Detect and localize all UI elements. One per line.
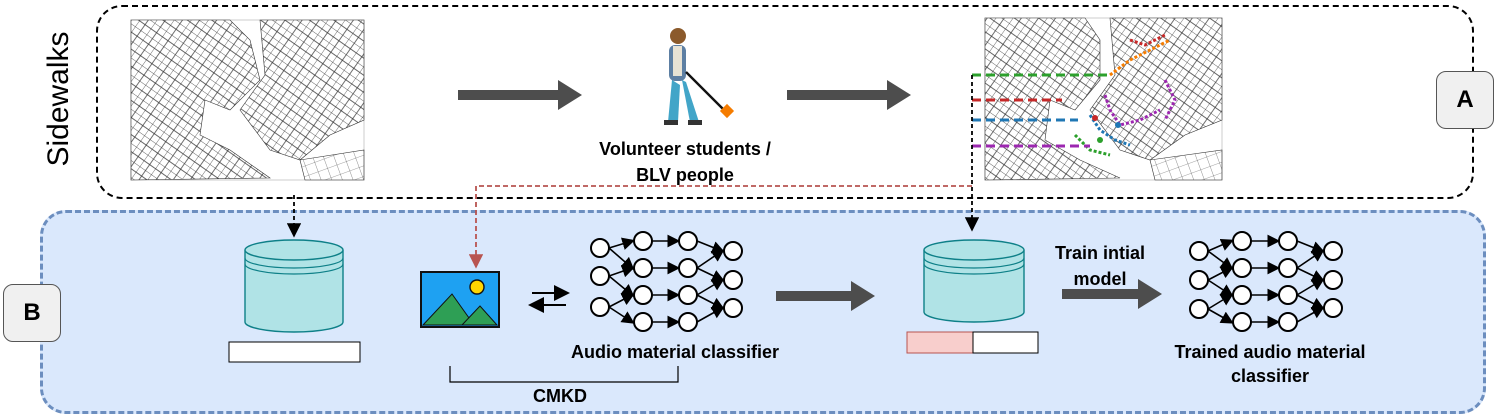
neural-network-1-icon	[590, 231, 743, 332]
train-label-line1: Train intial	[1054, 243, 1146, 263]
tag-a: A	[1436, 71, 1494, 129]
trained-label-line1: Trained audio material	[1174, 342, 1366, 362]
arrow-b1	[776, 281, 875, 311]
volunteer-label-line1: Volunteer students /	[599, 139, 771, 159]
map-image-right	[984, 17, 1223, 181]
volunteer-label: Volunteer students / BLV people	[560, 136, 810, 188]
bidirectional-arrows-icon	[528, 285, 570, 313]
cmkd-bracket	[449, 366, 679, 383]
tag-b: B	[3, 284, 61, 342]
arrow-b2	[1062, 279, 1162, 309]
trained-label-line2: classifier	[1230, 366, 1310, 386]
neural-network-2-icon	[1189, 231, 1343, 332]
image-icon	[420, 271, 500, 328]
trained-classifier-label: Trained audio material classifier	[1130, 340, 1410, 388]
volunteer-label-line2: BLV people	[636, 165, 734, 185]
volunteer-person-icon	[664, 28, 735, 125]
database-2	[906, 239, 1039, 354]
train-label-line2: model	[1073, 269, 1127, 289]
audio-classifier-label: Audio material classifier	[570, 342, 780, 362]
cmkd-label: CMKD	[533, 386, 587, 406]
arrow-a1	[458, 80, 582, 110]
map-image-left	[130, 19, 365, 181]
train-label: Train intial model	[1040, 240, 1160, 292]
arrow-a2	[787, 80, 911, 110]
database-1	[228, 239, 361, 363]
